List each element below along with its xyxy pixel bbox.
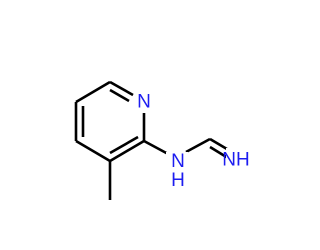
ring-n-label: N	[137, 92, 151, 113]
bond-c3-c4	[109, 139, 145, 163]
imine-n-label-bg	[226, 148, 250, 170]
bond-c1-ring-n	[109, 80, 134, 97]
bond-amine-n-ch	[185, 137, 211, 154]
amine-n-symbol: N	[171, 151, 185, 172]
bond-c6-c1	[75, 80, 111, 104]
amine-n-label-bg	[166, 152, 188, 182]
aromatic-bond-c1-ring-n	[109, 88, 130, 103]
imine-n-label: NH	[222, 150, 249, 171]
bond-ch-imine-n-inner	[209, 145, 229, 160]
bond-c2-amine-n	[143, 139, 171, 157]
amine-h-symbol: H	[171, 170, 185, 191]
aromatic-bond-c3-c4	[109, 135, 139, 155]
bond-c4-c5	[75, 139, 111, 163]
ring-n-label-bg	[134, 91, 154, 113]
